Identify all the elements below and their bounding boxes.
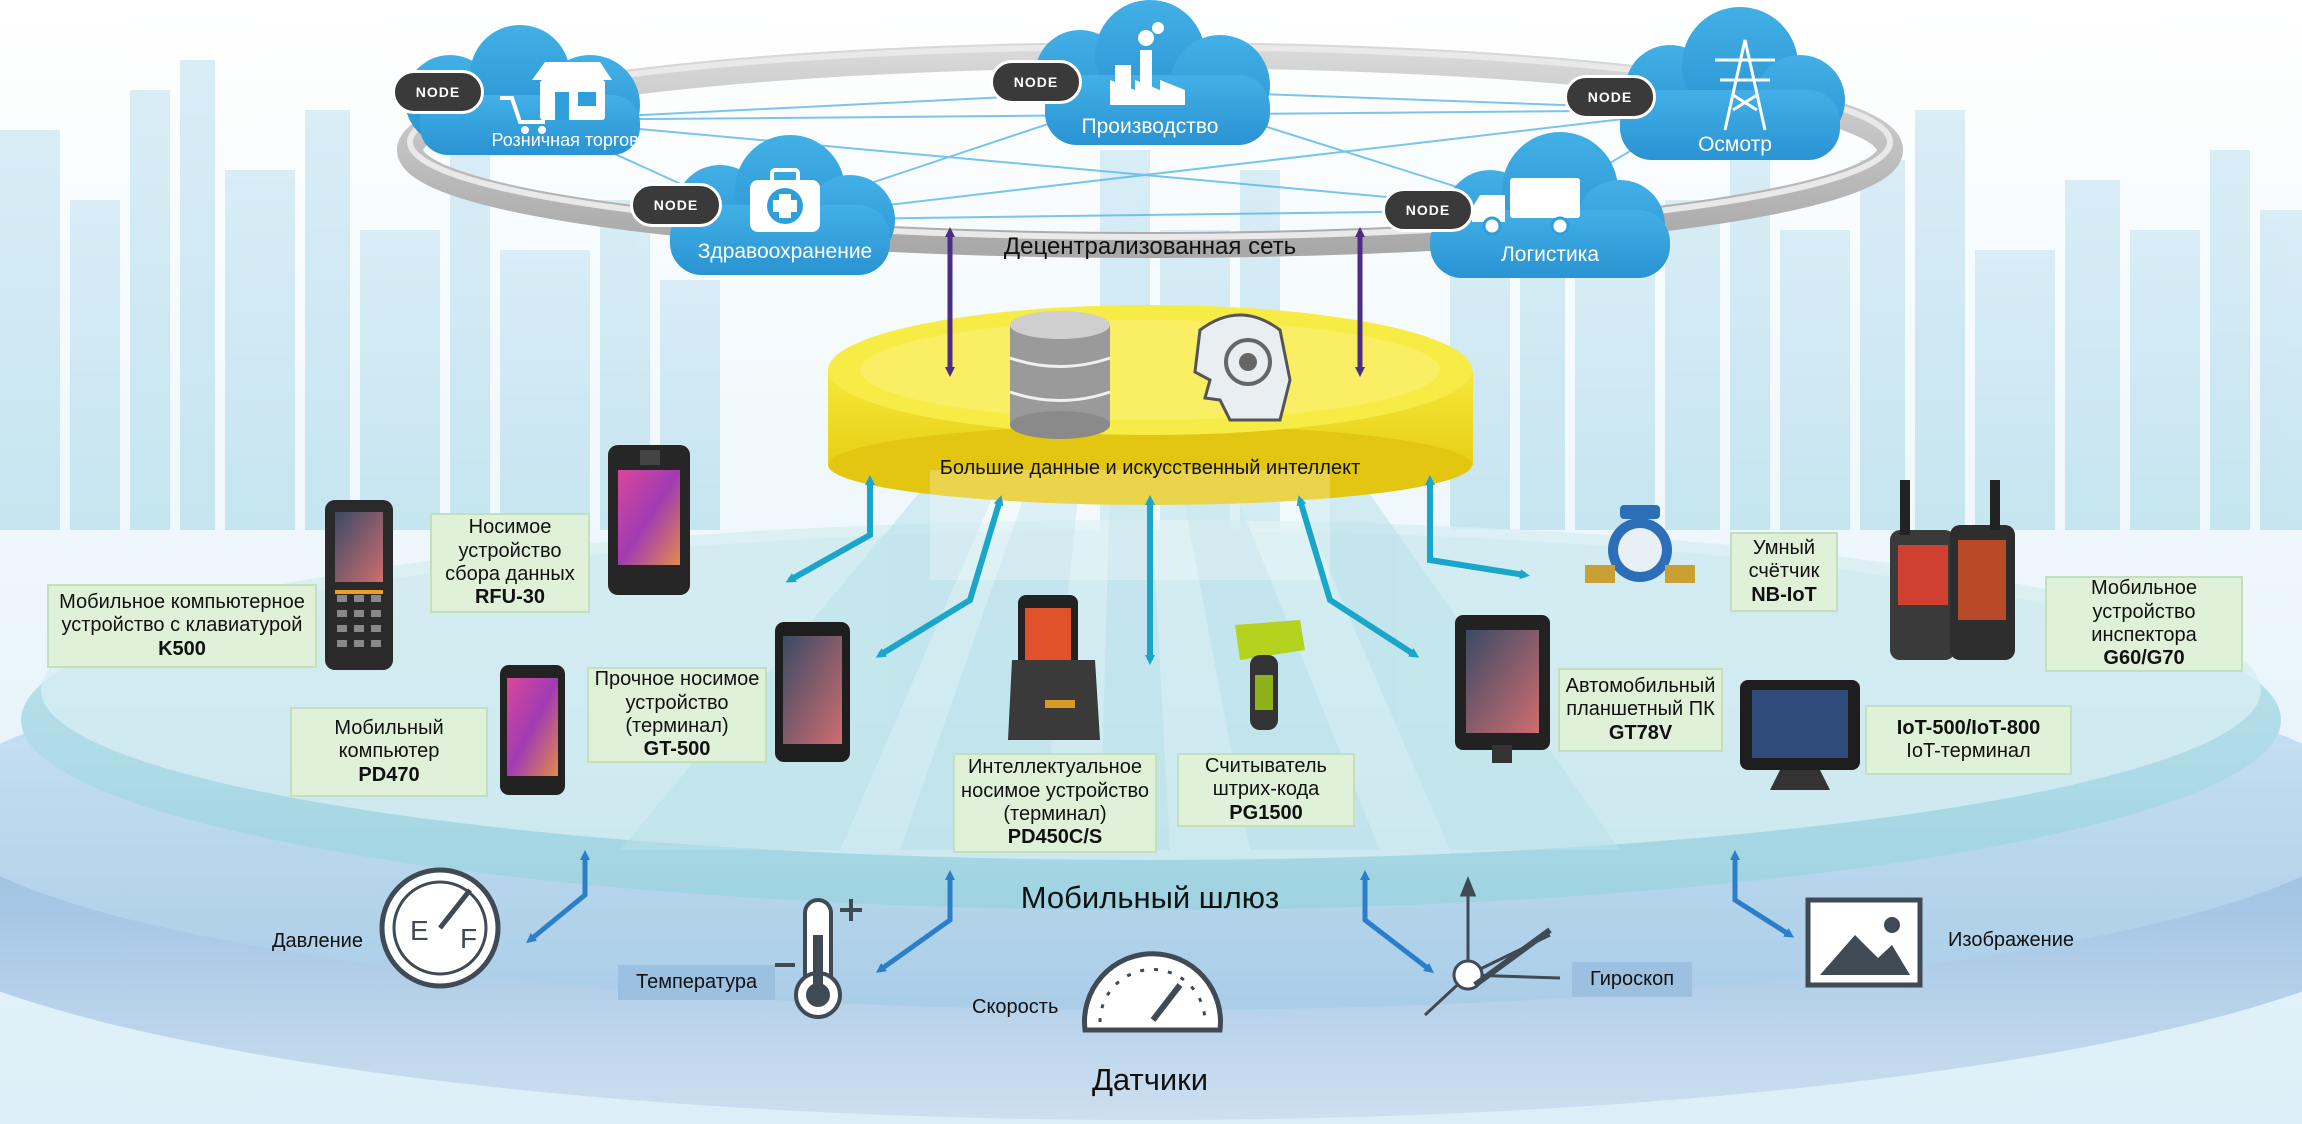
device-pd450-image — [1008, 595, 1100, 740]
node-badge-production: NODE — [990, 60, 1082, 104]
sensor-label-image: Изображение — [1948, 929, 2074, 951]
device-label-k500: Мобильное компьютерное устройство с клав… — [47, 584, 317, 668]
device-label-gt500: Прочное носимое устройство (терминал) GT… — [587, 667, 767, 763]
truck-icon — [1472, 178, 1580, 236]
speedometer-icon — [1082, 951, 1223, 1033]
thermometer-icon — [775, 898, 862, 1019]
node-badge-inspection: NODE — [1564, 75, 1656, 119]
image-icon — [1805, 897, 1923, 988]
factory-icon — [1110, 22, 1185, 105]
sensor-label-speed: Скорость — [972, 996, 1059, 1018]
network-title: Децентрализованная сеть — [1003, 233, 1297, 260]
device-label-pg1500: Считыватель штрих-кода PG1500 — [1177, 753, 1355, 827]
core-label: Большие данные и искусственный интеллект — [939, 457, 1361, 479]
cloud-label-logistics: Логистика — [1500, 243, 1600, 266]
device-label-pd470: Мобильный компьютер PD470 — [290, 707, 488, 797]
cloud-label-healthcare: Здравоохранение — [697, 240, 873, 263]
node-badge-logistics: NODE — [1382, 188, 1474, 232]
cloud-label-retail: Розничная торговля — [491, 130, 659, 150]
device-iot500-image — [1740, 680, 1860, 790]
device-label-rfu30: Носимое устройство сбора данных RFU-30 — [430, 513, 590, 613]
gateway-label: Мобильный шлюз — [1020, 880, 1280, 915]
sensor-label-temperature: Температура — [618, 965, 776, 1000]
device-gt500-image — [775, 622, 850, 762]
device-label-g60: Мобильное устройство инспектора G60/G70 — [2045, 576, 2243, 672]
sensors-title: Датчики — [1091, 1062, 1209, 1097]
store-icon — [500, 62, 612, 134]
node-badge-retail: NODE — [392, 70, 484, 114]
svg-text:E: E — [410, 915, 429, 946]
device-label-pd450: Интеллектуальное носимое устройство (тер… — [953, 753, 1157, 853]
power-tower-icon — [1715, 39, 1775, 131]
device-pg1500-image — [1235, 620, 1305, 730]
device-g60-image — [1890, 480, 2015, 660]
device-label-nbiot: Умный счётчик NB-IoT — [1730, 532, 1838, 612]
sensor-label-gyro: Гироскоп — [1572, 962, 1693, 997]
pressure-gauge-icon: E F — [379, 867, 501, 989]
device-rfu30-image — [608, 445, 690, 595]
device-k500-image — [325, 500, 393, 670]
cloud-inspection — [1620, 7, 1845, 160]
gateway-sensor-arrows — [526, 850, 1795, 974]
ai-head-icon — [1193, 313, 1292, 422]
cloud-label-production: Производство — [1081, 115, 1219, 138]
gyroscope-icon — [1423, 875, 1561, 1017]
device-nbiot-image — [1585, 505, 1695, 583]
core-platform — [828, 305, 1473, 580]
device-gt78v-image — [1455, 615, 1550, 763]
sensor-label-pressure: Давление — [272, 930, 363, 952]
svg-text:F: F — [460, 923, 477, 954]
database-icon — [1009, 311, 1111, 439]
cloud-label-inspection: Осмотр — [1698, 133, 1772, 156]
first-aid-kit-icon — [750, 168, 820, 232]
node-badge-healthcare: NODE — [630, 183, 722, 227]
core-device-arrows — [785, 475, 1530, 665]
device-label-iot500: IoT-500/IoT-800 IoT-терминал — [1865, 705, 2072, 775]
device-label-gt78v: Автомобильный планшетный ПК GT78V — [1558, 668, 1723, 752]
device-pd470-image — [500, 665, 565, 795]
